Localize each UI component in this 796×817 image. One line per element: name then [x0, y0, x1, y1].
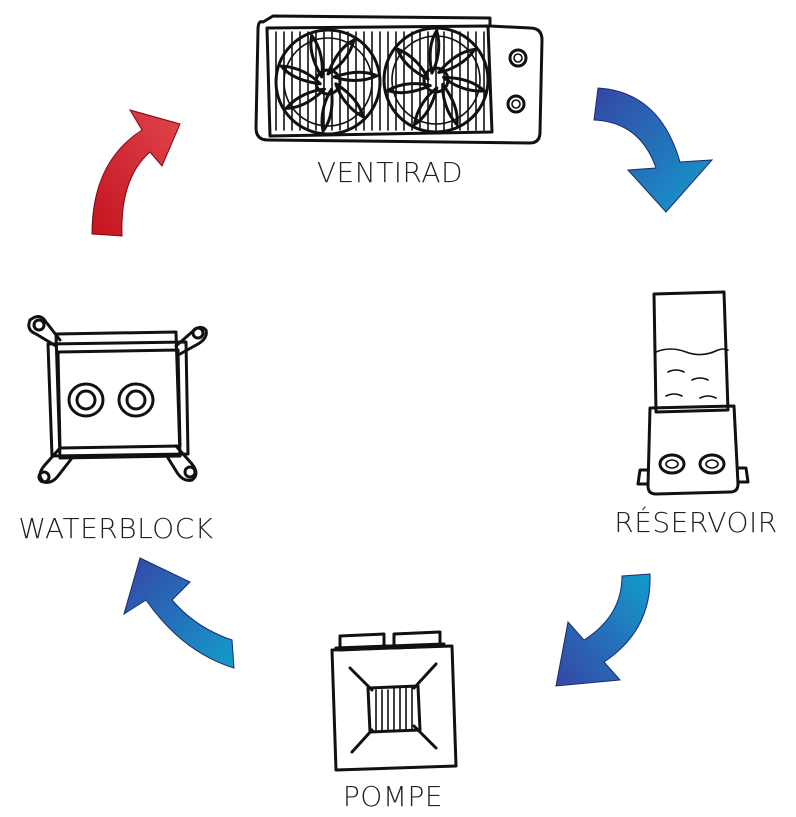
flow-arrow-radiator-to-reservoir: [593, 87, 714, 213]
flow-arrow-pump-to-waterblock: [123, 557, 235, 669]
label-radiator: VENTIRAD: [317, 156, 463, 189]
label-waterblock: WATERBLOCK: [18, 512, 213, 545]
label-reservoir: RÉSERVOIR: [614, 505, 777, 539]
radiator-icon: [254, 14, 544, 145]
label-pump: POMPE: [343, 780, 443, 813]
waterblock-icon: [27, 315, 208, 484]
reservoir-icon: [636, 290, 750, 496]
flow-arrow-waterblock-to-radiator: [91, 109, 181, 237]
pump-icon: [330, 630, 458, 772]
flow-arrow-reservoir-to-pump: [555, 573, 651, 687]
